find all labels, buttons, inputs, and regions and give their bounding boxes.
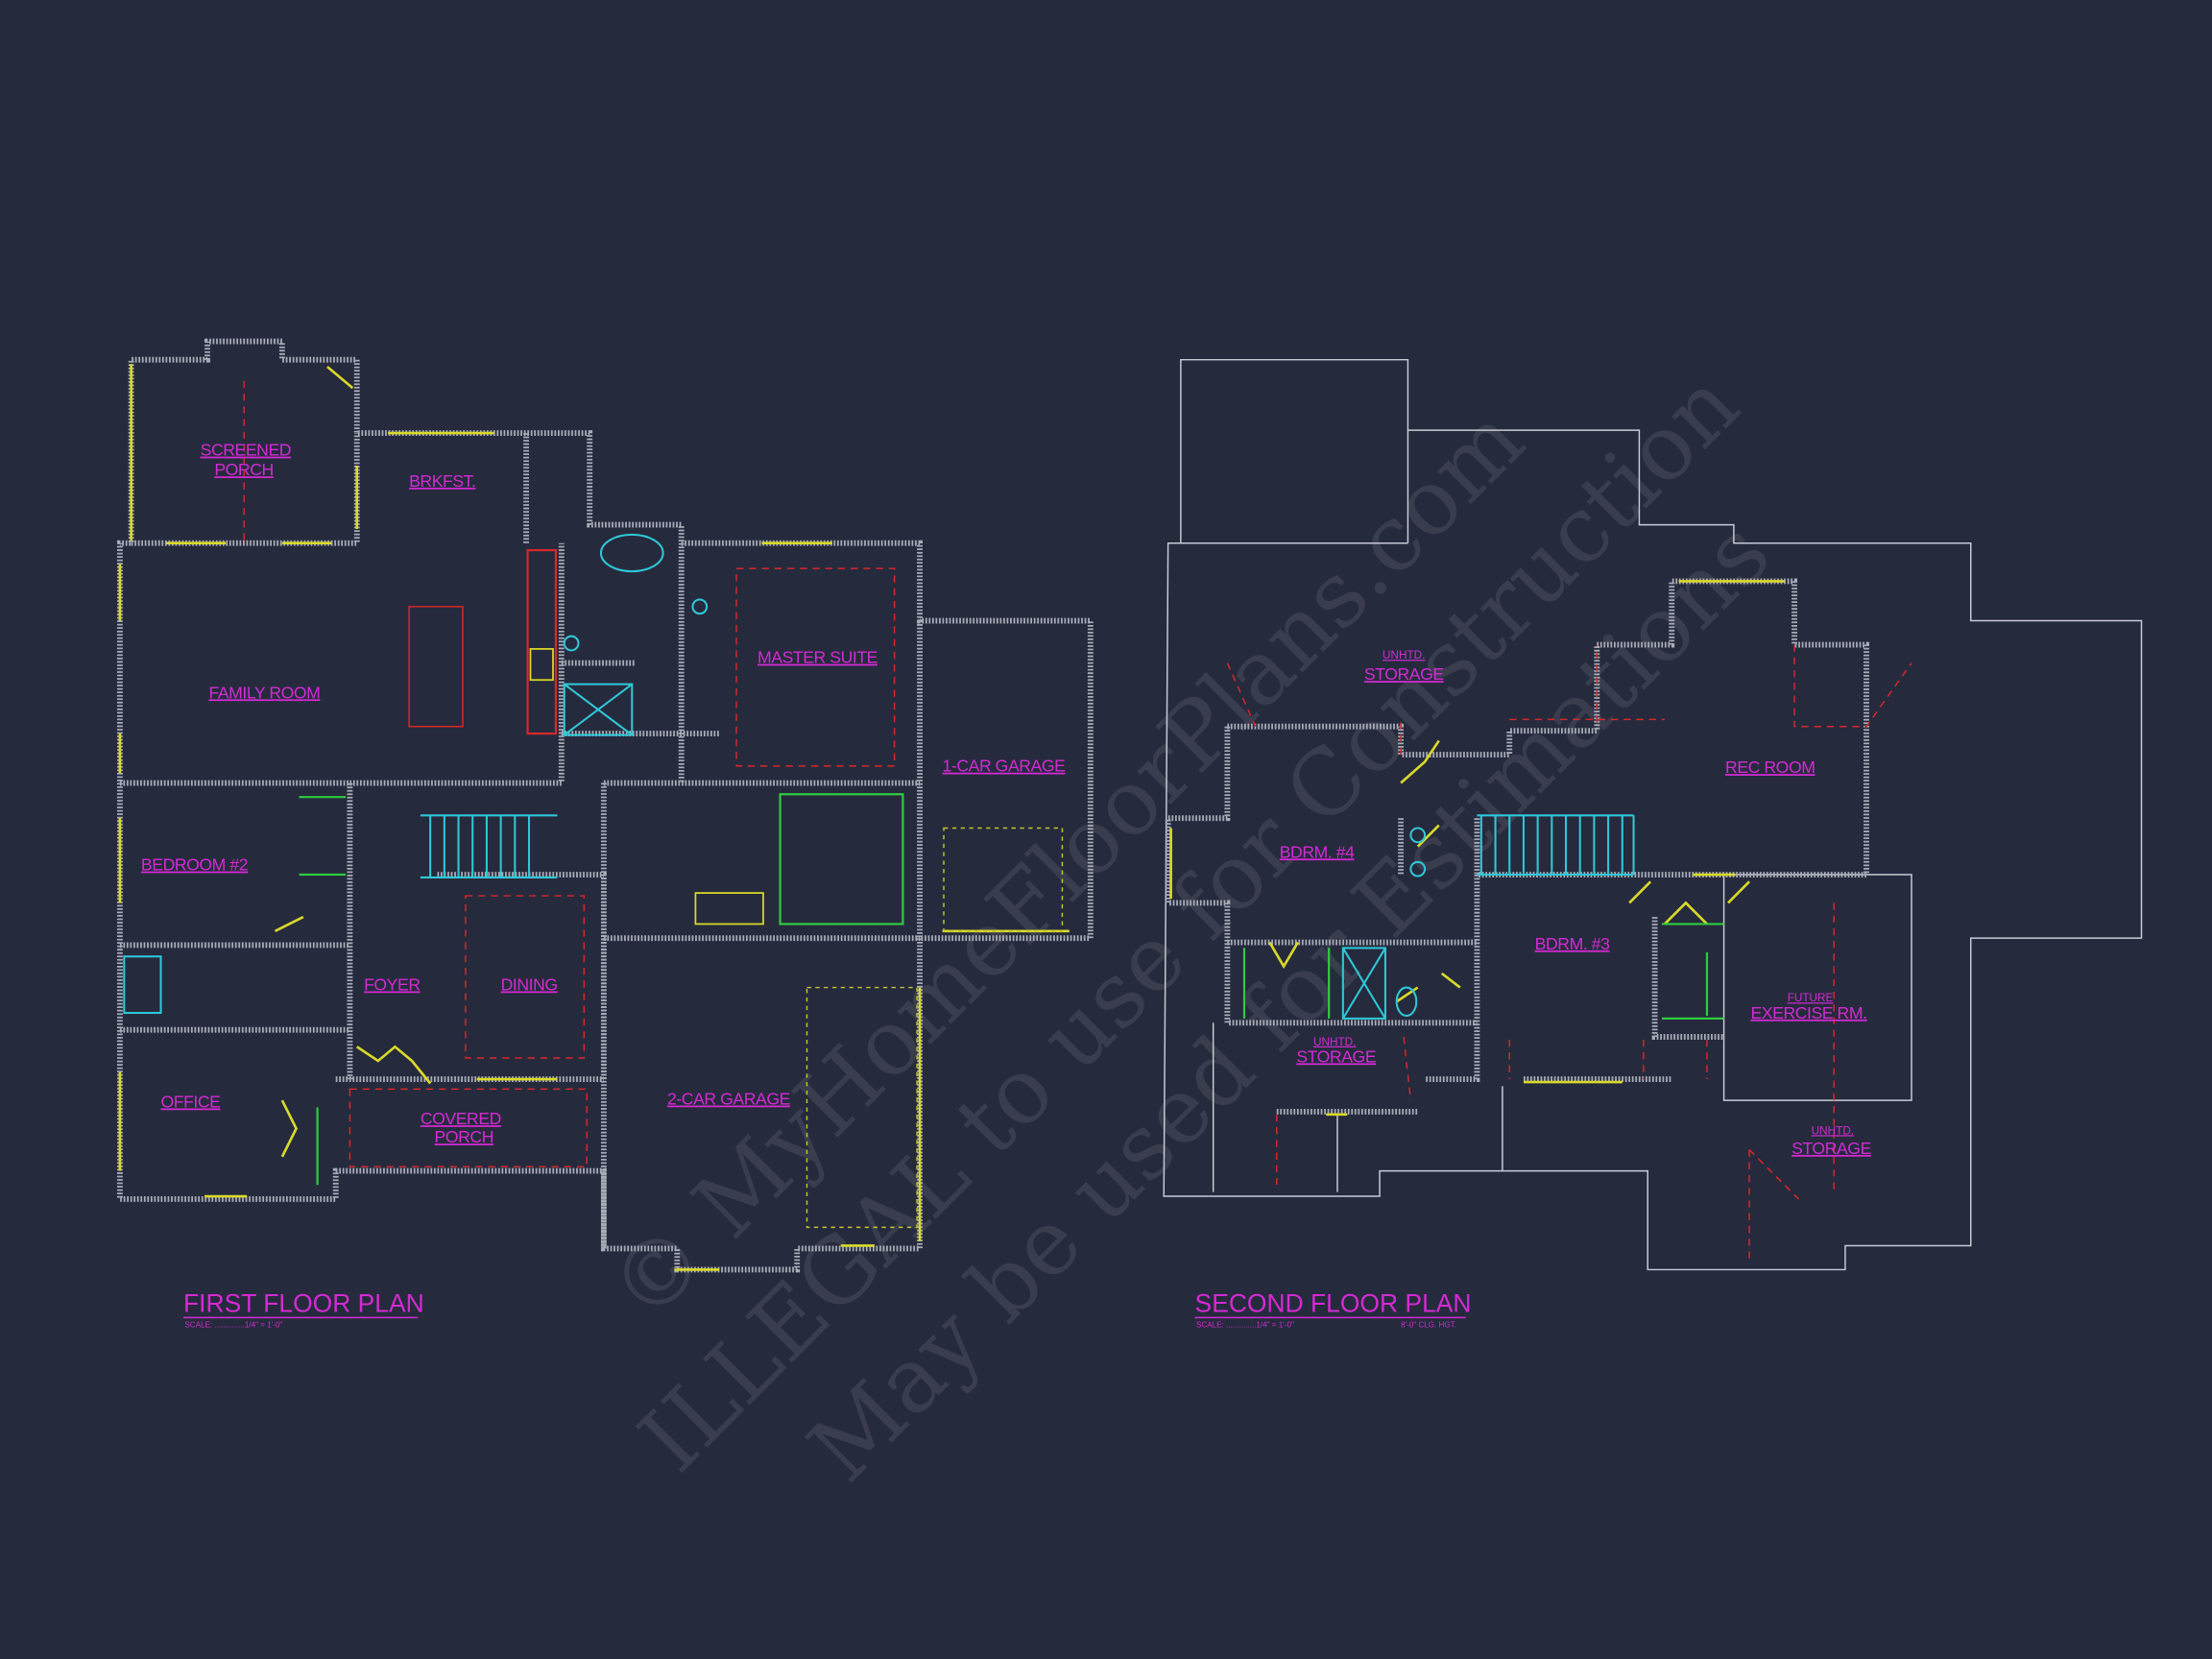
second-floor-title: SECOND FLOOR PLAN — [1195, 1289, 1472, 1318]
room-label-dining: DINING — [501, 975, 558, 995]
first-floor-title: FIRST FLOOR PLAN — [183, 1289, 424, 1318]
room-label-office: OFFICE — [161, 1092, 221, 1111]
room-label-screened-porch-2: PORCH — [214, 460, 273, 479]
room-label-unhtd-storage-right: UNHTD. — [1812, 1124, 1854, 1137]
first-floor-windows — [118, 364, 1070, 1271]
watermark-line-2: ILLEGAL to use for Construction — [620, 352, 1760, 1492]
room-label-unhtd-storage-left-2: STORAGE — [1296, 1046, 1376, 1066]
second-floor-plan: UNHTD. STORAGE REC ROOM BDRM. #4 BDRM. #… — [1163, 358, 2143, 1330]
second-floor-fixtures — [1242, 814, 1724, 1020]
roof-outline — [1163, 358, 2143, 1271]
second-floor-scale: SCALE: ..............1/4" = 1'-0" — [1196, 1321, 1294, 1330]
second-floor-windows — [1169, 580, 1785, 1117]
first-floor-fixtures — [123, 533, 1064, 1229]
room-label-bdrm-4: BDRM. #4 — [1280, 842, 1355, 861]
room-label-screened-porch: SCREENED — [201, 441, 291, 460]
room-label-unhtd-storage-top: UNHTD. — [1382, 649, 1425, 661]
room-label-future: FUTURE — [1788, 992, 1834, 1004]
first-floor-plan: SCREENED PORCH BRKFST. FAMILY ROOM MASTE… — [116, 338, 1094, 1330]
second-floor-ceiling-height: 8'-0" CLG. HGT. — [1401, 1321, 1456, 1330]
room-label-rec-room: REC ROOM — [1725, 757, 1815, 777]
room-label-2-car-garage: 2-CAR GARAGE — [667, 1090, 790, 1109]
second-floor-room-labels: UNHTD. STORAGE REC ROOM BDRM. #4 BDRM. #… — [1280, 649, 1872, 1158]
room-label-unhtd-storage-top-2: STORAGE — [1364, 664, 1444, 684]
room-label-exercise-rm: EXERCISE RM. — [1751, 1003, 1867, 1022]
watermark: © MyHomeFloorPlans.com ILLEGAL to use fo… — [589, 352, 1790, 1502]
room-label-unhtd-storage-right-2: STORAGE — [1791, 1139, 1871, 1158]
room-label-bedroom-2: BEDROOM #2 — [141, 855, 248, 875]
room-label-family-room: FAMILY ROOM — [208, 683, 320, 702]
room-label-bdrm-3: BDRM. #3 — [1535, 934, 1610, 953]
first-floor-hidden-lines — [243, 380, 896, 1167]
first-floor-room-labels: SCREENED PORCH BRKFST. FAMILY ROOM MASTE… — [141, 441, 1066, 1147]
room-label-unhtd-storage-left: UNHTD. — [1313, 1036, 1356, 1048]
room-label-foyer: FOYER — [364, 975, 421, 995]
room-label-master-suite: MASTER SUITE — [757, 648, 878, 667]
room-label-covered-porch-2: PORCH — [435, 1127, 493, 1146]
first-floor-scale: SCALE: ..............1/4" = 1'-0" — [184, 1321, 282, 1330]
room-label-brkfst: BRKFST. — [409, 471, 475, 491]
room-label-covered-porch: COVERED — [421, 1109, 501, 1128]
room-label-1-car-garage: 1-CAR GARAGE — [943, 757, 1066, 776]
